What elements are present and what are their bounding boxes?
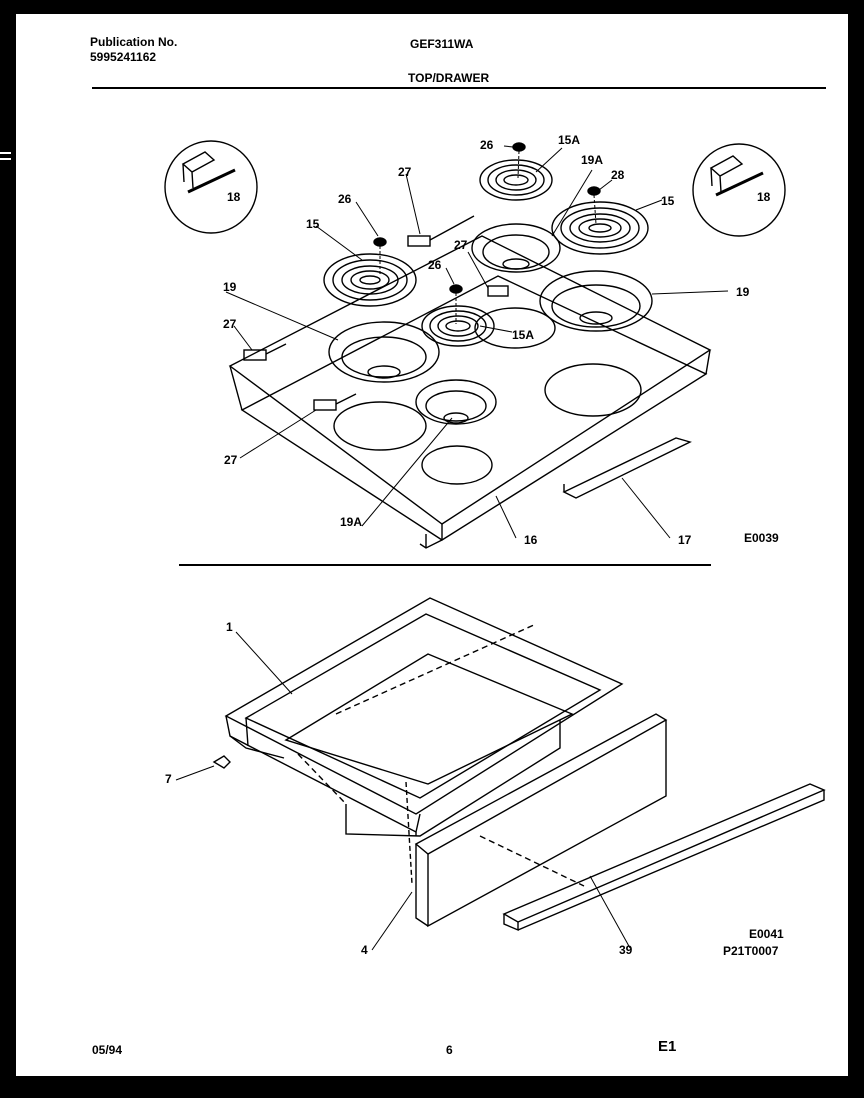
detail-circle-left xyxy=(164,140,258,234)
footer-edition: E1 xyxy=(658,1038,677,1055)
part-label: 19 xyxy=(736,285,750,299)
drip-bowl-front-left xyxy=(415,379,497,425)
parts-code: P21T0007 xyxy=(723,944,779,958)
publication-label: Publication No. xyxy=(90,35,178,49)
part-label: 15A xyxy=(512,328,535,342)
trim-ring-markers xyxy=(373,142,601,294)
model-number: GEF311WA xyxy=(410,37,474,51)
footer-date: 05/94 xyxy=(92,1043,123,1057)
surface-element-rear-left xyxy=(323,253,417,307)
part-label: 19A xyxy=(340,515,363,529)
figure-code-drawer: E0041 xyxy=(749,927,784,941)
part-label: 1 xyxy=(226,620,233,634)
surface-element-rear xyxy=(479,159,553,201)
part-label: 4 xyxy=(361,943,368,957)
figure-code-top: E0039 xyxy=(744,531,779,545)
edge-mark xyxy=(0,158,11,160)
drip-bowl-rear xyxy=(471,223,561,273)
exploded-view-diagram xyxy=(92,87,826,951)
part-label: 19A xyxy=(581,153,604,167)
part-label: 7 xyxy=(165,772,172,786)
drawer-trim xyxy=(479,783,826,932)
edge-mark xyxy=(0,152,11,154)
part-label: 26 xyxy=(480,138,494,152)
part-label: 27 xyxy=(224,453,238,467)
part-label: 18 xyxy=(227,190,241,204)
part-label: 15 xyxy=(306,217,320,231)
part-label: 16 xyxy=(524,533,538,547)
drawer-leader-lines xyxy=(175,631,631,951)
part-label: 26 xyxy=(428,258,442,272)
part-label: 15A xyxy=(558,133,581,147)
part-label: 27 xyxy=(398,165,412,179)
part-label: 18 xyxy=(757,190,771,204)
drip-bowl-rear-left xyxy=(328,321,440,383)
surface-element-right xyxy=(551,201,649,255)
detail-circle-right xyxy=(692,143,786,237)
drawer-body xyxy=(224,597,624,837)
top-leader-lines xyxy=(225,145,729,539)
part-label: 15 xyxy=(661,194,675,208)
part-label: 39 xyxy=(619,943,633,957)
part-label: 17 xyxy=(678,533,692,547)
part-label: 26 xyxy=(338,192,352,206)
part-label: 27 xyxy=(223,317,237,331)
part-label: 27 xyxy=(454,238,468,252)
publication-number: 5995241162 xyxy=(90,50,157,64)
footer-page-number: 6 xyxy=(446,1043,453,1057)
surface-element-front-left xyxy=(421,305,495,347)
part-label: 28 xyxy=(611,168,625,182)
receptacles xyxy=(243,215,509,411)
parts-sheet: Publication No. 5995241162 GEF311WA TOP/… xyxy=(16,14,848,1076)
section-title: TOP/DRAWER xyxy=(408,71,490,85)
element-holder-rod xyxy=(562,437,692,499)
drawer-glide xyxy=(212,755,231,769)
drip-bowl-right xyxy=(539,270,653,332)
part-label: 19 xyxy=(223,280,237,294)
drawer-front-panel xyxy=(405,713,668,928)
